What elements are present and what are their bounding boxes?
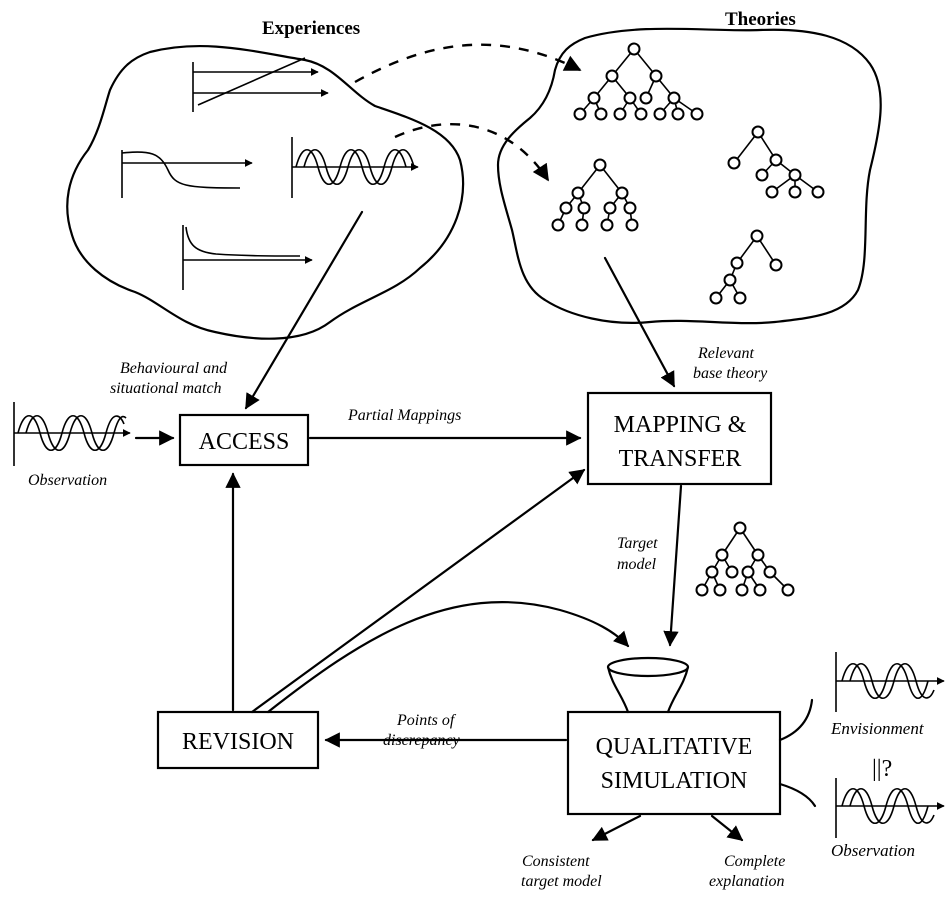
points-label-line2: discrepancy	[383, 732, 461, 749]
dashed-arrow-upper	[354, 43, 582, 84]
observation-label-left: Observation	[28, 472, 107, 489]
complete-label-line1: Complete	[724, 853, 785, 870]
consistent-label-line2: target model	[521, 873, 602, 890]
access-label: ACCESS	[199, 429, 290, 455]
qualsim-label-line1: QUALITATIVE	[596, 734, 753, 760]
target-label-line1: Target	[617, 535, 658, 552]
observation-wave-icon-right	[835, 778, 945, 838]
arrow-consistent-target	[591, 814, 642, 842]
envisionment-wave-icon	[835, 652, 945, 712]
theories-cloud	[496, 27, 882, 325]
points-label-line1: Points of	[396, 712, 457, 729]
target-model-tree	[695, 521, 795, 597]
mapping-label-line2: TRANSFER	[619, 446, 742, 472]
relevant-label-line2: base theory	[693, 365, 768, 382]
compare-symbol: ||?	[872, 756, 892, 782]
connector-envisionment	[778, 698, 814, 742]
partial-mappings-label: Partial Mappings	[347, 407, 461, 424]
experience-decay-icon	[182, 225, 313, 290]
theory-tree-2	[727, 125, 825, 199]
consistent-label-line1: Consistent	[522, 853, 590, 870]
complete-label-line2: explanation	[709, 873, 785, 890]
arrow-complete-explanation	[710, 814, 744, 842]
experience-oscillation-icon	[291, 137, 419, 198]
simulation-funnel	[606, 656, 690, 714]
theory-tree-4	[709, 229, 783, 305]
mapping-label-line1: MAPPING &	[614, 412, 747, 438]
arrow-mapping-to-simulation	[663, 484, 683, 647]
access-box	[178, 413, 310, 467]
arrow-revision-to-simulation	[266, 601, 630, 714]
relevant-label-line1: Relevant	[697, 345, 755, 362]
theory-tree-3	[551, 158, 639, 232]
arrow-experience-to-access	[244, 210, 364, 410]
experience-step-icon	[121, 150, 253, 198]
revision-box	[156, 710, 320, 770]
qualitative-simulation-box	[566, 710, 782, 816]
dashed-arrow-lower	[394, 122, 550, 182]
experiences-cloud	[66, 44, 465, 340]
mapping-transfer-box	[586, 391, 773, 486]
theory-tree-1	[573, 42, 704, 121]
behavioural-label-line1: Behavioural and	[120, 360, 228, 377]
arrow-revision-to-mapping	[250, 468, 586, 714]
qualsim-label-line2: SIMULATION	[601, 768, 748, 794]
envisionment-label: Envisionment	[830, 719, 925, 738]
target-label-line2: model	[617, 556, 657, 573]
experiences-header: Experiences	[262, 18, 360, 39]
arrow-theory-to-mapping	[603, 256, 676, 388]
theories-header: Theories	[725, 9, 796, 30]
observation-label-right: Observation	[831, 841, 915, 860]
experience-diverging-icon	[192, 57, 329, 112]
revision-label: REVISION	[182, 729, 294, 755]
behavioural-label-line2: situational match	[110, 380, 222, 397]
observation-wave-icon-left	[13, 402, 131, 466]
connector-observation-right	[778, 782, 817, 808]
